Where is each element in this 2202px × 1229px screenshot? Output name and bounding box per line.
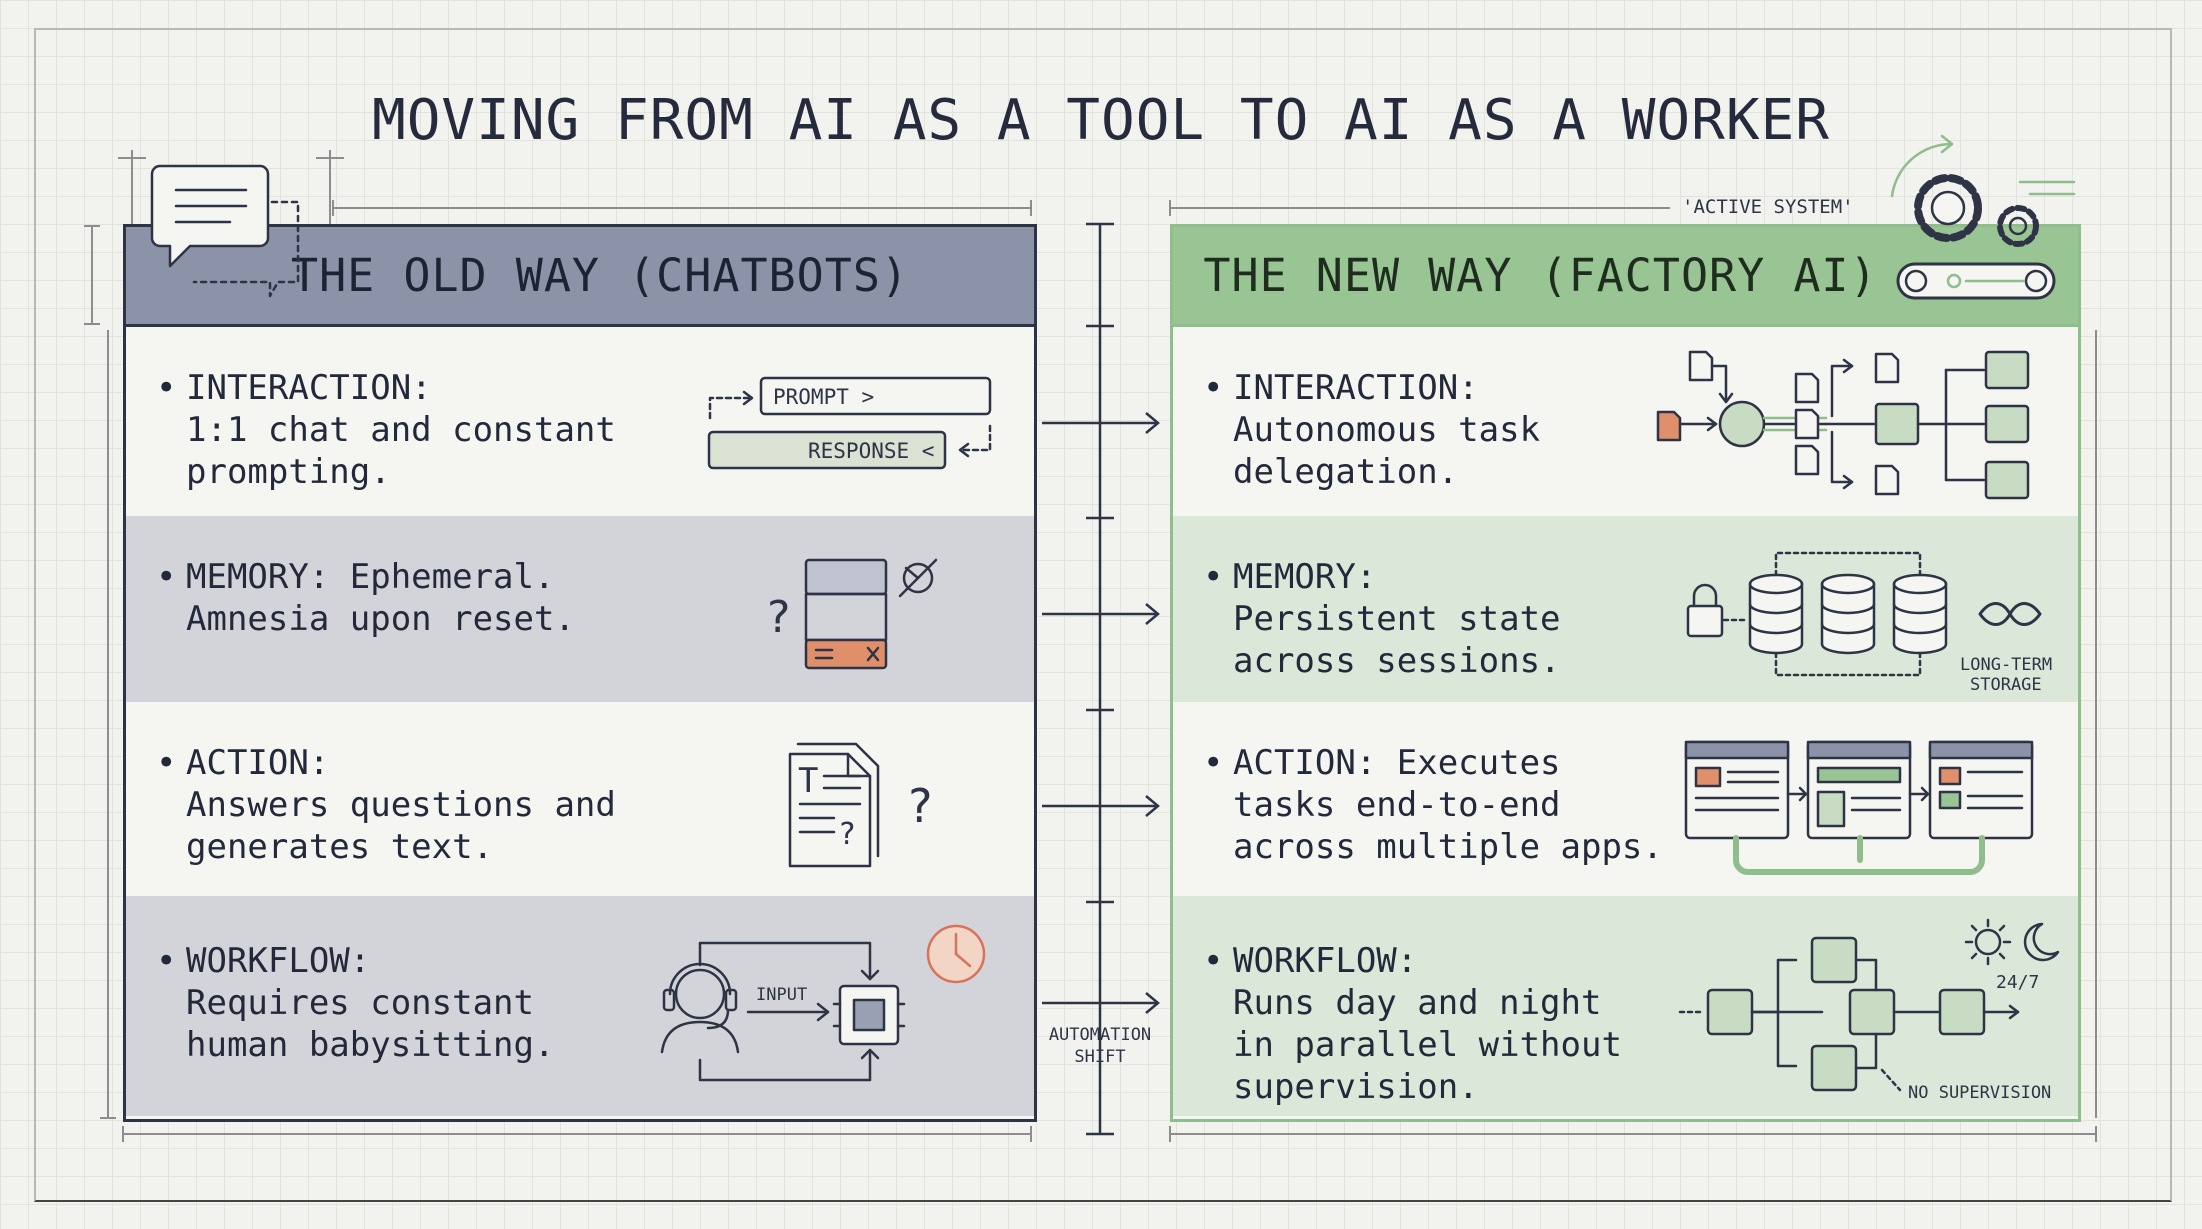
bullet: •: [1203, 368, 1224, 408]
bullet: •: [156, 368, 177, 408]
old-row-memory: • MEMORY: Ephemeral. Amnesia upon reset.: [126, 516, 1034, 702]
new-row-action: • ACTION: Executes tasks end-to-end acro…: [1173, 702, 2078, 896]
new-way-panel: THE NEW WAY (FACTORY AI) • INTERACTION: …: [1170, 224, 2081, 1122]
new-row-interaction: • INTERACTION: Autonomous task delegatio…: [1173, 327, 2078, 516]
old-row-action: • ACTION: Answers questions and generate…: [126, 702, 1034, 896]
old-way-header: THE OLD WAY (CHATBOTS): [126, 227, 1034, 327]
bullet: •: [1203, 941, 1224, 981]
row-text: WORKFLOW: Runs day and night in parallel…: [1233, 941, 1622, 1107]
row-text: MEMORY: Ephemeral. Amnesia upon reset.: [186, 557, 575, 639]
new-way-header: THE NEW WAY (FACTORY AI): [1173, 227, 2078, 327]
bullet: •: [156, 557, 177, 597]
bullet: •: [1203, 557, 1224, 597]
old-row-interaction: • INTERACTION: 1:1 chat and constant pro…: [126, 327, 1034, 516]
row-text: MEMORY: Persistent state across sessions…: [1233, 557, 1561, 681]
row-text: ACTION: Executes tasks end-to-end across…: [1233, 743, 1663, 867]
row-text: WORKFLOW: Requires constant human babysi…: [186, 941, 555, 1065]
row-text: INTERACTION: 1:1 chat and constant promp…: [186, 368, 616, 492]
page-title: MOVING FROM AI AS A TOOL TO AI AS A WORK…: [371, 88, 1831, 153]
bullet: •: [1203, 743, 1224, 783]
old-row-workflow: • WORKFLOW: Requires constant human baby…: [126, 896, 1034, 1116]
shift-arrows: [1042, 412, 1160, 1014]
old-way-panel: THE OLD WAY (CHATBOTS) • INTERACTION: 1:…: [123, 224, 1037, 1122]
row-text: ACTION: Answers questions and generates …: [186, 743, 616, 867]
new-row-memory: • MEMORY: Persistent state across sessio…: [1173, 516, 2078, 702]
center-spine: [1086, 222, 1114, 1136]
drawing-frame: [34, 28, 2172, 1202]
row-text: INTERACTION: Autonomous task delegation.: [1233, 368, 1541, 492]
new-row-workflow: • WORKFLOW: Runs day and night in parall…: [1173, 896, 2078, 1116]
bullet: •: [156, 941, 177, 981]
bullet: •: [156, 743, 177, 783]
